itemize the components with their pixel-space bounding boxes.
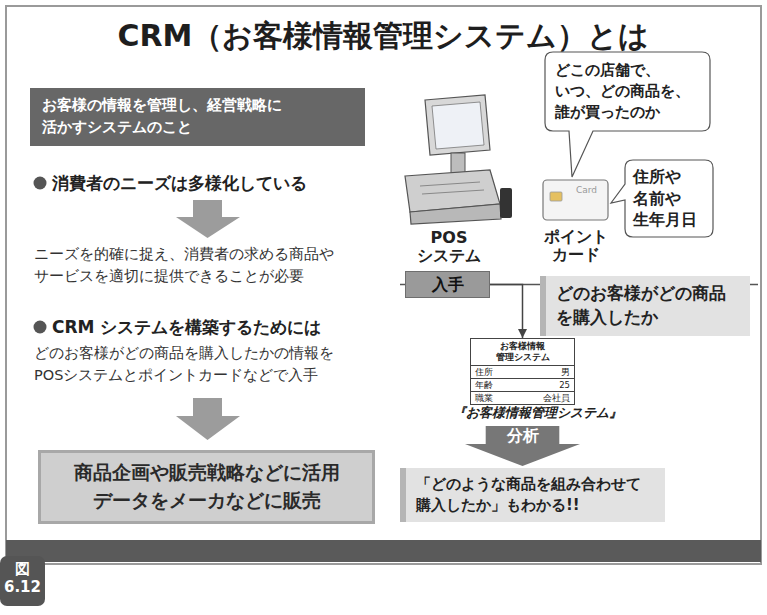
node-text: どこの店舗で、 いつ、どの商品を、 誰が買ったのか [555,60,700,123]
bullet-dot [34,177,47,190]
arrow-head [518,329,527,338]
bullet-heading: 消費者のニーズは多様化している [52,172,372,194]
node-text: お客様の情報を管理し、経営戦略に 活かすシステムのこと [42,95,353,139]
definition-box: お客様の情報を管理し、経営戦略に 活かすシステムのこと [30,88,365,146]
figure-badge [0,556,45,606]
pos-keys [422,190,484,194]
callout-bubble: 住所や 名前や 生年月日 [625,160,713,237]
screen-title: お客様情報 管理システム [471,339,574,365]
icon-caption: ポイント カード [536,228,616,265]
icon-caption: POS システム [410,229,488,266]
node-text: 「どのような商品を組み合わせて 購入したか」もわかる!! [416,474,655,516]
node-text: データをメーカなどに販売 [51,487,362,515]
card-text: Card [576,186,606,195]
connector-line [490,285,523,338]
bubble-shape [545,52,710,177]
table-cell: 25 [523,378,575,391]
arrow-shape [465,426,580,466]
body-text: どのお客様がどの商品を購入したかの情報を POSシステムとポイントカードなどで入… [34,343,379,387]
pos-screen [432,102,484,149]
step-label: 入手 [405,271,490,298]
connector [490,285,527,338]
down-arrow [176,200,240,238]
table-cell: 年齢 [471,378,523,391]
screen-table: 住所男年齢25職業会社員 [471,365,574,405]
pos-drawer [410,204,501,224]
body-text: ニーズを的確に捉え、消費者の求める商品や サービスを適切に提供できることが必要 [34,244,379,288]
system-screen: お客様情報 管理システム住所男年齢25職業会社員 [470,338,575,405]
outcome-box: 商品企画や販売戦略などに活用データをメーカなどに販売 [38,450,375,524]
bullet-heading: CRM システムを構築するためには [52,316,372,338]
insight-box: 「どのような商品を組み合わせて 購入したか」もわかる!! [400,468,665,522]
callout-bubble: どこの店舗で、 いつ、どの商品を、 誰が買ったのか [545,52,710,131]
node-text: 商品企画や販売戦略などに活用 [51,459,362,487]
table-cell: 男 [523,365,575,378]
pos-stand [451,153,465,173]
analysis-arrow: 分析 [465,426,580,466]
table-cell: 会社員 [523,391,575,404]
pos-keys [420,182,480,186]
info-box: どのお客様がどの商品 を購入したか [540,276,750,336]
pos-monitor [425,95,490,155]
footer-bar [6,540,761,562]
figure-number: 図 6.12 [0,560,45,596]
bullet-dot [34,321,47,334]
slide-title: CRM（お客様情報管理システム）とは [0,16,767,55]
down-arrow [176,398,240,440]
bubble-shape [611,160,713,237]
table-cell: 職業 [471,391,523,404]
pos-terminal [405,95,512,224]
system-name: 『お客様情報管理システム』 [430,405,645,421]
node-text: どのお客様がどの商品 を購入したか [556,282,740,330]
card-chip [550,192,562,201]
node-text: 住所や 名前や 生年月日 [633,166,705,231]
card-reader [500,188,512,218]
node-text: 分析 [465,426,580,446]
card-body [543,180,608,220]
node-text: 入手 [412,275,483,294]
point-card [543,180,608,220]
table-cell: 住所 [471,365,523,378]
slide-frame [6,6,761,564]
